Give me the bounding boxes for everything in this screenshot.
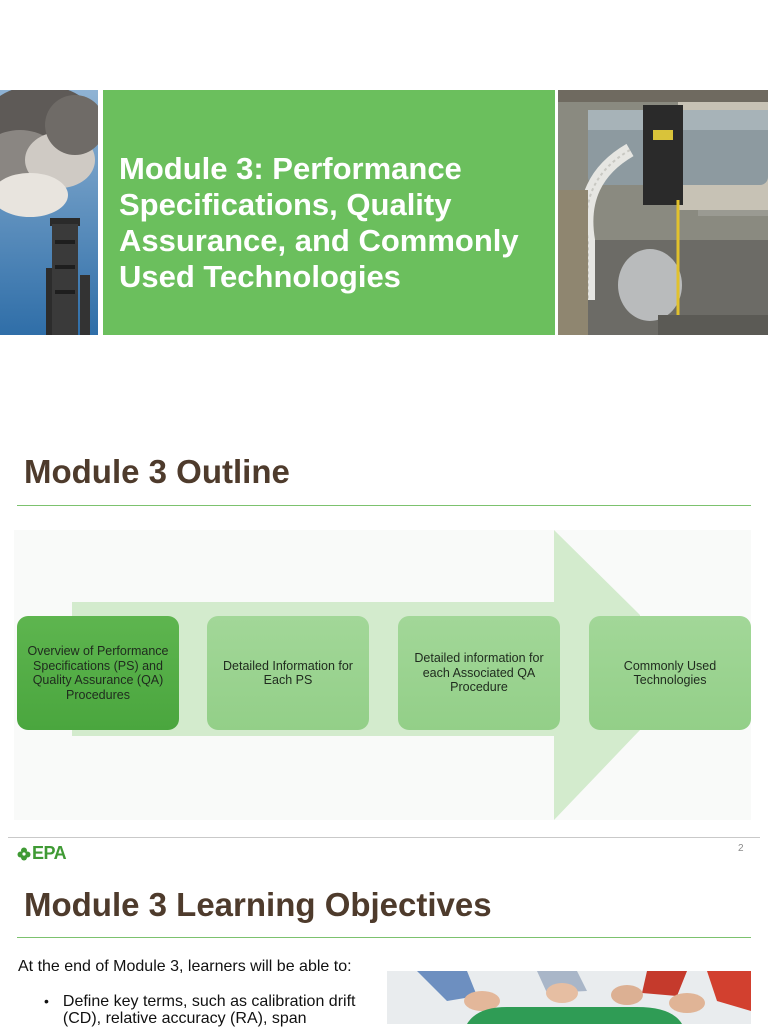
outline-step-label: Commonly Used Technologies — [623, 658, 717, 688]
objectives-intro: At the end of Module 3, learners will be… — [18, 958, 352, 975]
smokestack-photo — [0, 90, 98, 335]
heading-rule — [17, 937, 751, 938]
module-title: Module 3: Performance Specifications, Qu… — [119, 150, 519, 294]
outline-process-diagram: Overview of Performance Specifications (… — [14, 530, 751, 820]
learning-objectives-slide: Module 3 Learning Objectives At the end … — [0, 870, 768, 1027]
outline-step-label: Detailed information for each Associated… — [414, 651, 544, 695]
outline-step-technologies: Commonly Used Technologies — [589, 616, 751, 730]
objectives-list: • Define key terms, such as calibration … — [44, 993, 374, 1027]
outline-step-qa-details: Detailed information for each Associated… — [398, 616, 560, 730]
epa-logo: EPA — [17, 843, 67, 864]
title-slide: Module 3: Performance Specifications, Qu… — [0, 0, 768, 410]
slide-divider — [8, 837, 760, 838]
title-banner: Module 3: Performance Specifications, Qu… — [103, 90, 555, 335]
list-item: • Define key terms, such as calibration … — [44, 993, 374, 1027]
objectives-heading: Module 3 Learning Objectives — [24, 886, 492, 923]
outline-step-ps-details: Detailed Information for Each PS — [207, 616, 369, 730]
outline-heading: Module 3 Outline — [24, 453, 290, 490]
outline-step-label: Detailed Information for Each PS — [223, 658, 353, 688]
outline-slide: Module 3 Outline Overview of Performance… — [0, 410, 768, 863]
objective-text: Define key terms, such as calibration dr… — [62, 993, 356, 1027]
page-number: 2 — [738, 843, 744, 854]
epa-flower-icon — [17, 847, 31, 860]
outline-step-overview: Overview of Performance Specifications (… — [17, 616, 179, 730]
bullet-icon: • — [44, 993, 49, 1009]
stack-monitoring-equipment-photo — [558, 90, 768, 335]
hands-around-table-photo — [387, 971, 751, 1024]
outline-step-label: Overview of Performance Specifications (… — [27, 644, 169, 702]
epa-logo-text: EPA — [32, 843, 67, 863]
heading-rule — [17, 505, 751, 506]
